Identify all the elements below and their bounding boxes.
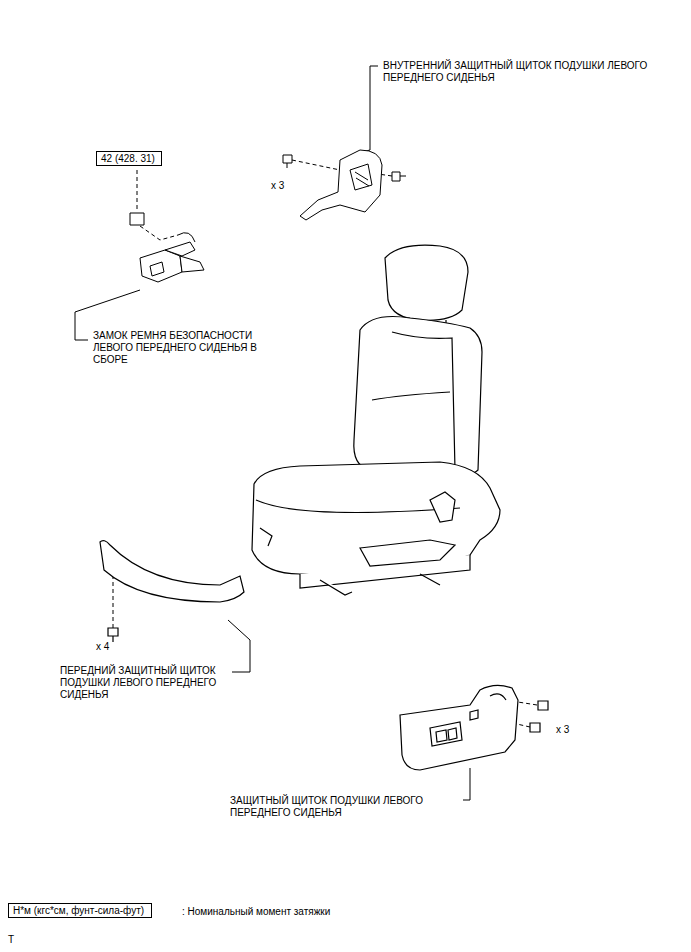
seatbelt-buckle [130, 213, 204, 282]
quantity: x 4 [96, 641, 126, 653]
box-text: Н*м (кгс*см, фунт-сила-фут) [13, 905, 147, 916]
front-shield [100, 541, 244, 642]
legend-box: Н*м (кгс*см, фунт-сила-фут) [8, 903, 152, 918]
bolts [283, 155, 406, 181]
part-name: ЗАМОК РЕМНЯ БЕЗОПАСНОСТИ ЛЕВОГО ПЕРЕДНЕГ… [93, 330, 273, 366]
legend-text: : Номинальный момент затяжки [182, 906, 382, 918]
seat [252, 245, 500, 595]
quantity: x 3 [271, 180, 301, 192]
torque-box: 42 (428. 31) [96, 151, 162, 166]
part-name: ЗАЩИТНЫЙ ЩИТОК ПОДУШКИ ЛЕВОГО ПЕРЕДНЕГО … [230, 795, 470, 819]
part-name: ПЕРЕДНИЙ ЗАЩИТНЫЙ ЩИТОК ПОДУШКИ ЛЕВОГО П… [60, 665, 235, 701]
part-name: ВНУТРЕННИЙ ЗАЩИТНЫЙ ЩИТОК ПОДУШКИ ЛЕВОГО… [383, 60, 668, 84]
inner-shield [300, 150, 382, 220]
box-text: 42 (428. 31) [101, 153, 157, 164]
page-mark: T [8, 934, 28, 946]
assembly-lines [113, 160, 537, 727]
seat-cushion-shield [400, 685, 548, 770]
quantity: x 3 [556, 724, 586, 736]
